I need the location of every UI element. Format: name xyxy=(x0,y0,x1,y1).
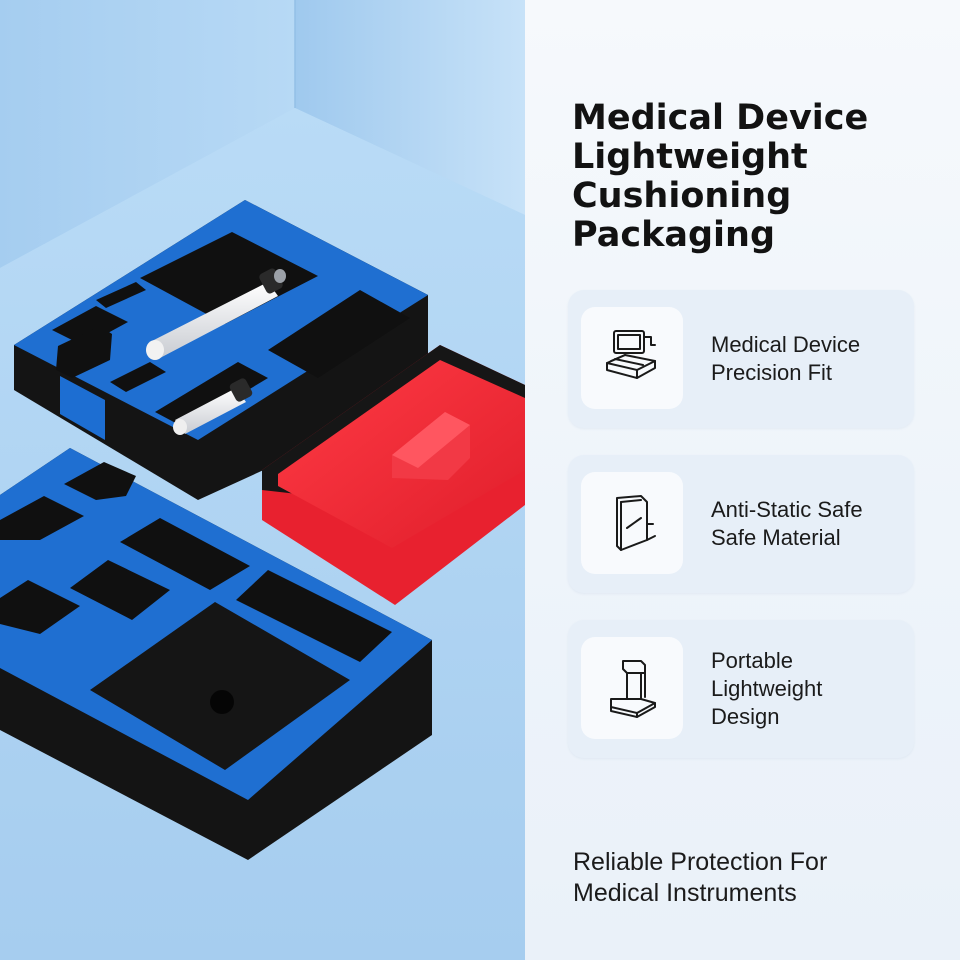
feature-text: Portable Lightweight Design xyxy=(711,620,906,758)
tagline: Reliable Protection For Medical Instrume… xyxy=(573,847,953,909)
feature-card-anti-static: Anti-Static Safe Safe Material xyxy=(568,455,914,593)
feature-card-portable: Portable Lightweight Design xyxy=(568,620,914,758)
feature-line: Precision Fit xyxy=(711,360,833,385)
title-line: Cushioning xyxy=(572,176,792,217)
info-panel: Medical Device Lightweight Cushioning Pa… xyxy=(525,0,960,960)
feature-card-precision-fit: Medical Device Precision Fit xyxy=(568,290,914,428)
feature-line: Safe Material xyxy=(711,525,841,550)
feature-line: Medical Device xyxy=(711,332,861,357)
feature-icon-box xyxy=(581,637,683,739)
title-line: Lightweight xyxy=(572,137,808,178)
door-panel-icon xyxy=(616,495,656,551)
feature-line: Lightweight xyxy=(711,676,823,701)
tagline-line: Medical Instruments xyxy=(573,879,797,907)
feature-line: Design xyxy=(711,704,780,729)
foam-tray-top xyxy=(14,200,428,500)
product-photo xyxy=(0,0,525,960)
feature-text: Anti-Static Safe Safe Material xyxy=(711,455,906,593)
page-title: Medical Device Lightweight Cushioning Pa… xyxy=(572,99,942,255)
feature-line: Anti-Static Safe xyxy=(711,497,863,522)
feature-icon-box xyxy=(581,472,683,574)
title-line: Medical Device xyxy=(572,98,869,139)
laptop-box-icon xyxy=(606,330,656,379)
foam-box-red xyxy=(262,345,525,605)
foam-tray-bottom xyxy=(0,448,432,860)
title-line: Packaging xyxy=(572,215,775,256)
feature-line: Portable xyxy=(711,648,793,673)
tagline-line: Reliable Protection For xyxy=(573,848,828,876)
feature-text: Medical Device Precision Fit xyxy=(711,290,906,428)
feature-icon-box xyxy=(581,307,683,409)
pillar-stand-icon xyxy=(610,660,656,718)
